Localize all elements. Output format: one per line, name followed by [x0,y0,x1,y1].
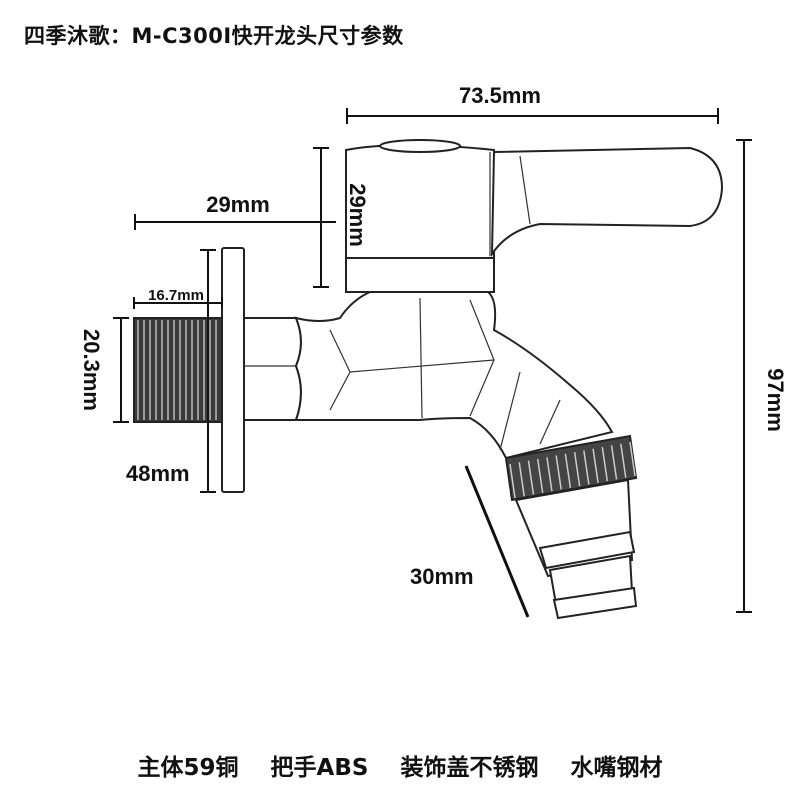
label-flange-diameter: 48mm [126,461,190,486]
dim-flange-diameter: 48mm [126,249,216,493]
label-body-height: 29mm [345,183,370,247]
dim-spout-length: 30mm [410,465,530,618]
material-nozzle: 水嘴钢材 [570,755,663,781]
lever-handle [490,146,724,258]
dim-body-height: 29mm [313,147,370,288]
label-overall-height: 97mm [763,368,788,432]
dim-thread-diameter: 20.3mm [79,317,129,423]
label-thread-diameter: 20.3mm [79,329,104,411]
hose-nozzle [514,478,638,620]
label-spout-length: 30mm [410,564,474,589]
valve-body [294,291,614,460]
label-thread-length: 16.7mm [148,287,204,304]
diagram-title: 四季沐歌：M-C300I快开龙头尺寸参数 [24,24,404,48]
dim-overall-height: 97mm [736,139,788,613]
material-handle: 把手ABS [270,755,369,781]
label-overall-width: 73.5mm [459,83,541,108]
handle-collar [345,257,495,293]
label-handle-offset: 29mm [206,192,270,217]
wall-flange [221,247,245,493]
material-body: 主体59铜 [137,755,239,781]
dim-handle-offset: 29mm [134,192,336,230]
inlet-pipe [243,317,302,421]
materials-caption: 主体59铜 把手ABS 装饰盖不锈钢 水嘴钢材 [0,748,800,782]
material-cover: 装饰盖不锈钢 [400,755,539,781]
dim-overall-width: 73.5mm [346,83,719,124]
